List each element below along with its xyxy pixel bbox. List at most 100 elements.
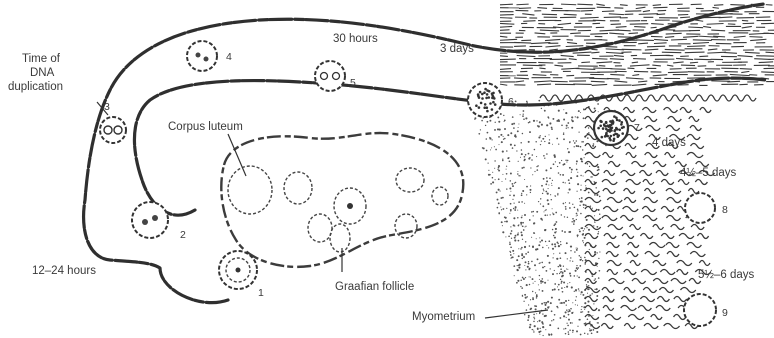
stipple-dot xyxy=(598,231,599,232)
stipple-dot xyxy=(540,331,542,333)
stipple-dot xyxy=(552,208,553,209)
gland-mark xyxy=(700,108,711,113)
stage-number-4: 4 xyxy=(226,51,232,63)
stipple-dot xyxy=(539,334,540,335)
stipple-dot xyxy=(574,146,575,147)
gland-mark xyxy=(720,95,732,101)
striation-mark xyxy=(713,36,725,37)
stipple-dot xyxy=(561,160,562,161)
gland-mark xyxy=(627,252,638,257)
striation-mark xyxy=(615,81,628,82)
stipple-dot xyxy=(510,191,511,192)
stipple-dot xyxy=(548,188,549,189)
stipple-dot xyxy=(510,226,511,227)
stipple-dot xyxy=(517,210,518,211)
striation-mark xyxy=(609,14,624,15)
stipple-dot xyxy=(565,202,566,203)
stipple-dot xyxy=(540,282,541,283)
stage-number-2: 2 xyxy=(180,229,186,241)
stipple-dot xyxy=(558,120,560,122)
gland-mark xyxy=(624,324,635,329)
stipple-dot xyxy=(525,261,527,263)
stipple-dot xyxy=(574,142,576,144)
stipple-dot xyxy=(541,140,542,141)
striation-mark xyxy=(665,37,674,38)
stipple-dot xyxy=(534,325,536,327)
gland-mark xyxy=(640,234,652,239)
stipple-dot xyxy=(525,241,526,242)
label-5-6-days: 5½–6 days xyxy=(698,269,755,281)
stipple-dot xyxy=(561,275,563,277)
stipple-dot xyxy=(539,237,540,238)
stipple-dot xyxy=(486,138,488,140)
stipple-dot xyxy=(536,169,538,171)
stipple-dot xyxy=(508,157,509,158)
stipple-dot xyxy=(509,213,510,214)
stipple-dot xyxy=(526,309,528,311)
stipple-dot xyxy=(520,114,521,115)
gland-mark xyxy=(585,252,595,257)
stipple-dot xyxy=(589,294,591,296)
stage-number-1: 1 xyxy=(258,287,264,299)
stipple-dot xyxy=(540,203,541,204)
blastomere-dot xyxy=(615,127,618,130)
striation-mark xyxy=(673,62,683,63)
stipple-dot xyxy=(572,261,573,262)
blastomere-dot xyxy=(605,132,608,135)
striation-mark xyxy=(651,24,664,25)
stipple-dot xyxy=(577,172,578,173)
graafian-follicle-body xyxy=(330,224,350,252)
stipple-dot xyxy=(513,127,515,129)
stipple-dot xyxy=(518,248,519,249)
striation-mark xyxy=(734,36,746,37)
stipple-dot xyxy=(555,221,557,223)
stipple-dot xyxy=(532,291,533,292)
striation-mark xyxy=(749,37,762,38)
striation-mark xyxy=(713,7,719,8)
gland-mark xyxy=(651,315,662,320)
stipple-dot xyxy=(517,280,519,282)
stipple-dot xyxy=(529,189,531,191)
gland-mark xyxy=(661,234,674,239)
striation-mark xyxy=(580,10,593,11)
gland-mark xyxy=(699,261,710,266)
stipple-dot xyxy=(526,194,527,195)
striation-mark xyxy=(616,27,627,28)
stipple-dot xyxy=(564,216,565,217)
stipple-dot xyxy=(576,169,578,171)
stipple-dot xyxy=(513,195,515,197)
stipple-dot xyxy=(538,284,539,285)
stipple-dot xyxy=(563,281,565,283)
stipple-dot xyxy=(588,285,589,286)
stipple-dot xyxy=(540,198,541,199)
gland-mark xyxy=(696,95,708,101)
stipple-dot xyxy=(583,207,584,208)
stipple-dot xyxy=(529,268,531,270)
stipple-dot xyxy=(582,311,583,312)
stipple-dot xyxy=(542,193,543,194)
stipple-dot xyxy=(563,109,564,110)
gland-mark xyxy=(585,171,599,176)
gland-mark xyxy=(626,180,641,185)
stipple-dot xyxy=(536,166,537,167)
stipple-dot xyxy=(553,319,555,321)
stipple-dot xyxy=(541,124,543,126)
stipple-dot xyxy=(569,231,571,233)
blastomere-dot xyxy=(621,127,624,130)
stipple-dot xyxy=(594,251,596,253)
stipple-dot xyxy=(487,121,489,123)
stipple-dot xyxy=(514,203,515,204)
striation-mark xyxy=(750,39,766,40)
stipple-dot xyxy=(545,308,547,310)
stipple-dot xyxy=(480,129,481,130)
blastomere-dot xyxy=(481,97,484,100)
striation-mark xyxy=(654,39,668,40)
stipple-dot xyxy=(598,111,599,112)
gland-mark xyxy=(666,126,679,131)
gland-mark xyxy=(603,189,615,194)
stipple-dot xyxy=(582,260,583,261)
gland-mark xyxy=(585,198,601,203)
gland-mark xyxy=(644,198,658,203)
stipple-dot xyxy=(520,222,522,224)
stipple-dot xyxy=(486,150,488,152)
